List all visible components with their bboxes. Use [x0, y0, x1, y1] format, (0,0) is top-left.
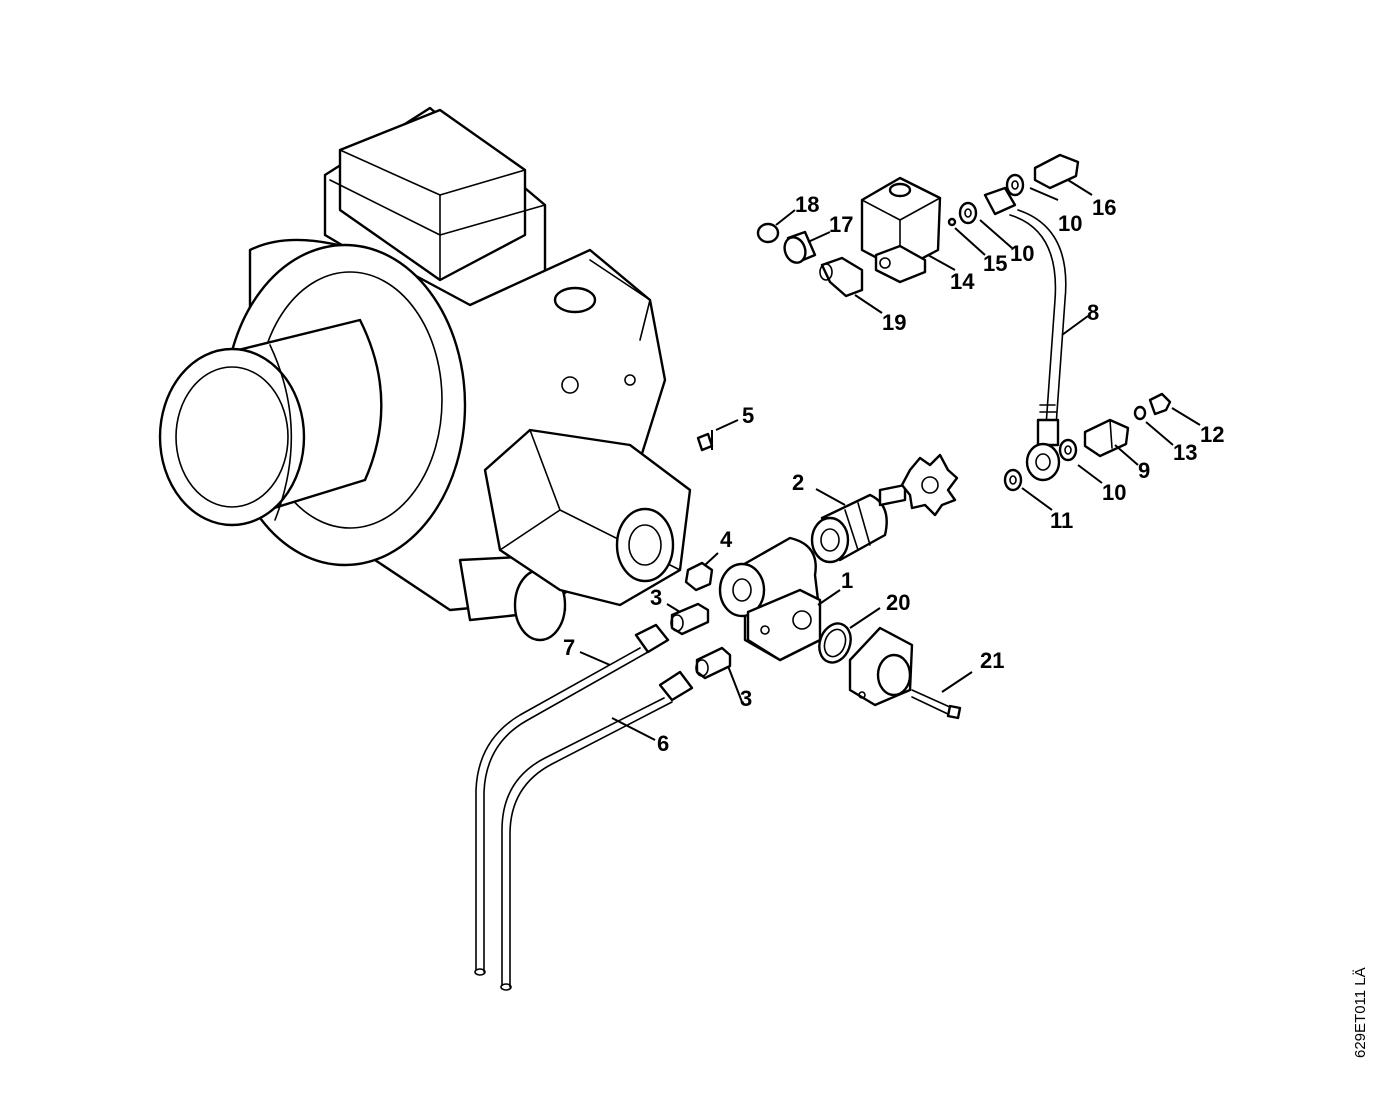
callout-labels: 1 2 3 3 4 5 6 7 8 9 10 10 10 11 12 13 14…: [563, 192, 1224, 756]
pump-cover: [848, 626, 914, 707]
callout-13: 13: [1173, 440, 1197, 465]
callout-9: 9: [1138, 458, 1150, 483]
callout-6: 6: [657, 731, 669, 756]
part-21-screw: [911, 689, 962, 720]
callout-10-b: 10: [1010, 241, 1034, 266]
part-18-plug: [756, 222, 780, 244]
callout-20: 20: [886, 590, 910, 615]
callout-5: 5: [742, 403, 754, 428]
callout-18: 18: [795, 192, 819, 217]
part-11-washer: [1003, 468, 1023, 492]
burner-housing: [158, 106, 692, 642]
part-10-washer-c: [1058, 438, 1078, 462]
part-16-fitting: [1033, 153, 1080, 190]
part-6-pipe: [500, 670, 694, 991]
callout-3-upper: 3: [650, 585, 662, 610]
callout-10-c: 10: [1102, 480, 1126, 505]
part-12-screw: [1148, 392, 1172, 416]
part-3-nipple-upper: [670, 602, 710, 636]
part-17-sleeve: [783, 230, 817, 264]
part-2-filter: [810, 493, 888, 564]
part-10-washer-a: [958, 201, 978, 225]
callout-8: 8: [1087, 300, 1099, 325]
gear-part: [878, 453, 959, 517]
part-1-pump: [718, 536, 822, 662]
leader-lines: [579, 179, 1201, 741]
callout-2: 2: [792, 470, 804, 495]
part-14-solenoid-valve: [860, 176, 942, 284]
part-8-hose: [983, 186, 1067, 482]
callout-3-lower: 3: [740, 686, 752, 711]
callout-7: 7: [563, 635, 575, 660]
callout-16: 16: [1092, 195, 1116, 220]
callout-11: 11: [1050, 508, 1073, 533]
part-19-elbow: [819, 256, 864, 298]
callout-19: 19: [882, 310, 906, 335]
callout-12: 12: [1200, 422, 1224, 447]
callout-10-a: 10: [1058, 211, 1082, 236]
part-10-washer-b: [1005, 173, 1025, 197]
part-3-nipple-lower: [695, 646, 732, 680]
part-15-seal: [947, 217, 957, 227]
part-20-o-ring: [818, 622, 852, 664]
callout-17: 17: [829, 212, 853, 237]
part-7-pipe: [474, 623, 670, 976]
callout-21: 21: [980, 648, 1004, 673]
part-5-screw: [696, 432, 714, 452]
callout-1: 1: [841, 568, 853, 593]
part-13-o-ring: [1133, 405, 1147, 421]
drawing-code: 629ET011 LÄ: [1352, 967, 1369, 1058]
part-4-cap-nut: [684, 561, 714, 592]
callout-14: 14: [950, 269, 975, 294]
callout-4: 4: [720, 527, 733, 552]
callout-15: 15: [983, 251, 1007, 276]
